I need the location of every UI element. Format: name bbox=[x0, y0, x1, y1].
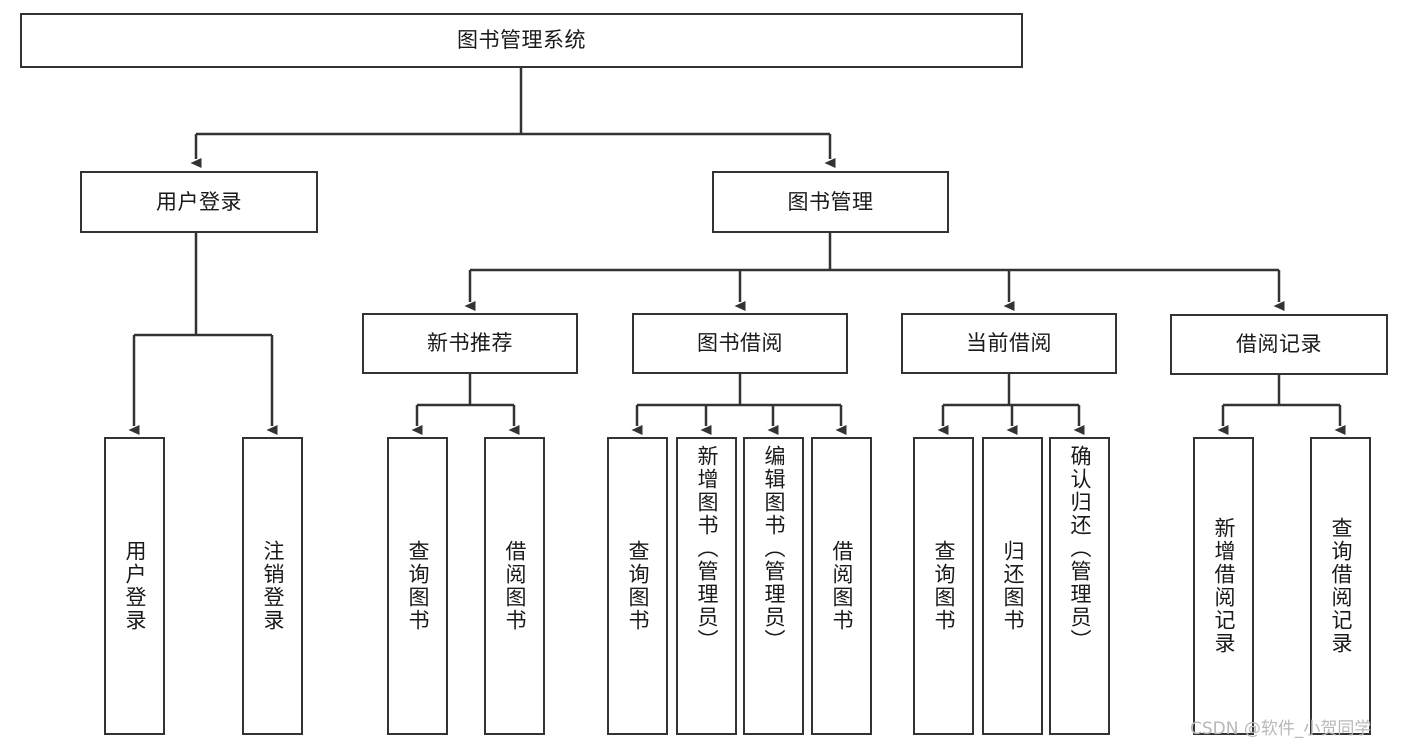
leaf-logout[interactable]: 注销登录 bbox=[242, 437, 303, 735]
leaf-edit-book-admin[interactable]: 编辑图书（管理员） bbox=[743, 437, 804, 735]
watermark: CSDN @软件_小贺同学 bbox=[1190, 719, 1372, 739]
node-label: 当前借阅 bbox=[966, 331, 1052, 356]
leaf-add-book-admin[interactable]: 新增图书（管理员） bbox=[676, 437, 737, 735]
node-book-management[interactable]: 图书管理 bbox=[712, 171, 949, 233]
leaf-query-book-borrow[interactable]: 查询图书 bbox=[607, 437, 668, 735]
leaf-return-book[interactable]: 归还图书 bbox=[982, 437, 1043, 735]
node-label: 查询图书 bbox=[931, 540, 956, 632]
leaf-query-book-current[interactable]: 查询图书 bbox=[913, 437, 974, 735]
node-label: 查询图书 bbox=[625, 540, 650, 632]
node-label: 图书管理 bbox=[787, 189, 874, 214]
node-label: 借阅记录 bbox=[1236, 332, 1322, 357]
node-user-login[interactable]: 用户登录 bbox=[80, 171, 318, 233]
node-label: 借阅图书 bbox=[829, 540, 854, 632]
node-label: 图书管理系统 bbox=[457, 28, 586, 53]
node-label: 查询借阅记录 bbox=[1328, 517, 1353, 655]
node-label: 新增图书（管理员） bbox=[694, 445, 719, 652]
node-label: 新书推荐 bbox=[427, 331, 513, 356]
leaf-query-book-recommend[interactable]: 查询图书 bbox=[387, 437, 448, 735]
node-label: 注销登录 bbox=[260, 540, 285, 632]
leaf-confirm-return-admin[interactable]: 确认归还（管理员） bbox=[1049, 437, 1110, 735]
node-book-borrow[interactable]: 图书借阅 bbox=[632, 313, 848, 374]
node-label: 确认归还（管理员） bbox=[1067, 445, 1092, 652]
leaf-query-borrow-record[interactable]: 查询借阅记录 bbox=[1310, 437, 1371, 735]
node-borrow-record[interactable]: 借阅记录 bbox=[1170, 314, 1388, 375]
node-label: 新增借阅记录 bbox=[1211, 517, 1236, 655]
node-label: 图书借阅 bbox=[697, 331, 783, 356]
leaf-add-borrow-record[interactable]: 新增借阅记录 bbox=[1193, 437, 1254, 735]
leaf-borrow-book-recommend[interactable]: 借阅图书 bbox=[484, 437, 545, 735]
node-label: 编辑图书（管理员） bbox=[761, 445, 786, 652]
node-label: 借阅图书 bbox=[502, 540, 527, 632]
node-label: 归还图书 bbox=[1000, 540, 1025, 632]
node-label: 查询图书 bbox=[405, 540, 430, 632]
node-current-borrow[interactable]: 当前借阅 bbox=[901, 313, 1117, 374]
leaf-user-login[interactable]: 用户登录 bbox=[104, 437, 165, 735]
node-label: 用户登录 bbox=[156, 189, 242, 214]
leaf-borrow-book[interactable]: 借阅图书 bbox=[811, 437, 872, 735]
node-new-book-recommend[interactable]: 新书推荐 bbox=[362, 313, 578, 374]
node-root-system[interactable]: 图书管理系统 bbox=[20, 13, 1023, 68]
node-label: 用户登录 bbox=[122, 540, 147, 632]
